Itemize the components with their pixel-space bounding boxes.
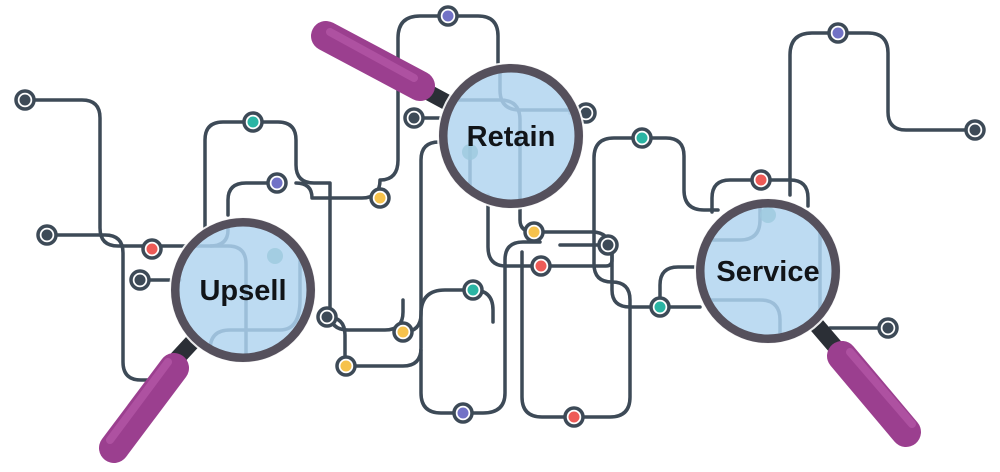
lens-glass	[443, 68, 579, 204]
node-dark	[129, 269, 151, 291]
path-line-u	[788, 31, 977, 197]
node-teal	[242, 111, 264, 133]
path-line-r	[610, 248, 702, 309]
magnifier-retain: Retain	[311, 21, 585, 210]
node-dark	[877, 317, 899, 339]
path-line-d	[203, 120, 405, 332]
path-line-h	[344, 140, 447, 368]
pipeline-lines	[23, 14, 977, 419]
path-line-e	[226, 181, 280, 217]
node-red	[141, 238, 163, 260]
path-line-f	[294, 14, 500, 200]
path-line-n	[520, 136, 644, 419]
path-line-l	[486, 193, 543, 268]
path-line-j	[401, 288, 495, 334]
lens-glass	[700, 203, 836, 339]
lens-label-retain: Retain	[467, 121, 556, 153]
node-purple	[266, 172, 288, 194]
node-teal	[631, 127, 653, 149]
lens-label-upsell: Upsell	[199, 275, 286, 307]
lens-rim	[438, 63, 584, 209]
node-dark	[36, 224, 58, 246]
node-yellow	[523, 221, 545, 243]
path-line-q	[640, 136, 720, 212]
node-red	[530, 255, 552, 277]
lens-rim	[170, 217, 316, 363]
lens-node-ghost	[267, 248, 283, 264]
path-line-a	[23, 98, 192, 248]
magnifier-service: Service	[694, 197, 921, 447]
node-dark	[403, 107, 425, 129]
node-dark	[316, 306, 338, 328]
path-line-k	[419, 240, 542, 415]
node-dark	[597, 234, 619, 256]
path-line-s	[658, 265, 702, 309]
lens-label-service: Service	[716, 256, 819, 288]
lens-node-ghost	[760, 207, 776, 223]
node-red	[563, 406, 585, 428]
magnifier-handle	[311, 21, 454, 112]
pipeline-nodes	[14, 5, 986, 428]
node-teal	[649, 296, 671, 318]
node-yellow	[392, 321, 414, 343]
node-dark	[14, 89, 36, 111]
lens-node-ghost	[462, 144, 478, 160]
lens-magnified-lines	[180, 222, 302, 358]
path-line-b	[45, 233, 180, 382]
lens-rim	[695, 198, 841, 344]
node-red	[750, 169, 772, 191]
node-teal	[462, 279, 484, 301]
node-purple	[827, 22, 849, 44]
node-purple	[452, 402, 474, 424]
magnifier-upsell: Upsell	[99, 216, 317, 463]
node-purple	[437, 5, 459, 27]
magnifier-handle	[807, 316, 921, 447]
node-yellow	[335, 355, 357, 377]
node-yellow	[369, 187, 391, 209]
node-dark	[964, 119, 986, 141]
